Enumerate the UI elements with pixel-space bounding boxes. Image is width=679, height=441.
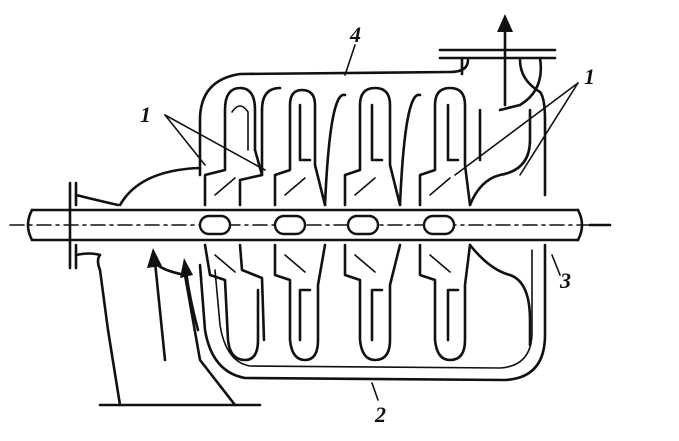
discharge-arrow-icon bbox=[497, 14, 513, 107]
label-diffuser: 4 bbox=[349, 22, 361, 47]
inlet-volute bbox=[68, 166, 262, 407]
shaft-hubs bbox=[198, 214, 456, 236]
inlet-arrow-left-icon bbox=[147, 248, 167, 362]
casing-upper bbox=[198, 58, 547, 197]
leader-lines bbox=[164, 44, 579, 401]
stages-upper bbox=[203, 86, 532, 207]
label-impellers-right: 1 bbox=[584, 64, 595, 89]
label-casing: 2 bbox=[374, 402, 386, 427]
label-shaft: 3 bbox=[559, 268, 571, 293]
stages-lower bbox=[203, 243, 532, 362]
inlet-arrow-right-icon bbox=[180, 258, 200, 332]
discharge-nozzle bbox=[438, 48, 557, 112]
shaft bbox=[9, 208, 612, 242]
label-impellers-left: 1 bbox=[140, 102, 151, 127]
